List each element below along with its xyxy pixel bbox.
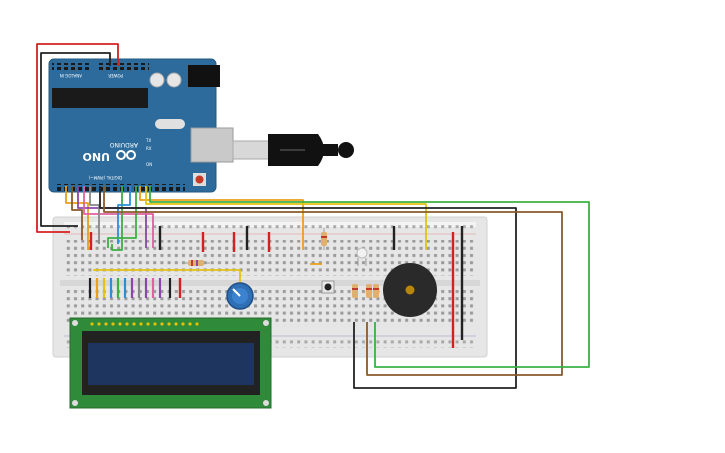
center-channel — [60, 280, 480, 286]
wire-gray-d — [89, 186, 100, 244]
wire-red-power — [36, 43, 119, 233]
wire-brown-d — [71, 186, 83, 240]
digital-label: DIGITAL (PWM~) — [88, 175, 122, 180]
on-label: ON — [146, 162, 152, 167]
digital-header — [55, 184, 185, 191]
wire-black-ground — [40, 52, 111, 227]
wire-orange-d — [65, 186, 89, 250]
lcd-display — [69, 317, 272, 409]
capacitor — [149, 72, 165, 88]
wire-blue-d — [117, 186, 131, 244]
wire-green-long — [149, 186, 590, 368]
analog-label: ANALOG IN — [60, 73, 82, 78]
arduino-uno-board[interactable]: UNO ARDUINO POWER ANALOG IN DIGITAL (PWM… — [48, 58, 234, 193]
wire-brown-long — [103, 186, 563, 376]
led-icon — [356, 247, 368, 266]
atmega-chip — [52, 88, 148, 108]
jumpers — [89, 226, 464, 348]
tx-label: TX — [145, 138, 151, 143]
rx-label: RX — [146, 146, 152, 151]
potentiometer-icon[interactable] — [226, 282, 254, 310]
lcd-data-wires — [88, 278, 172, 298]
wire-orange-led — [139, 186, 304, 250]
lcd-pin-header — [90, 322, 199, 326]
buzzer-icon — [383, 263, 437, 317]
wire-black-long — [99, 186, 517, 389]
analog-header — [52, 63, 90, 70]
capacitor — [166, 72, 182, 88]
power-header — [97, 63, 149, 70]
top-power-rail — [64, 222, 476, 232]
usb-port — [190, 127, 234, 163]
board-brand: ARDUINO — [109, 141, 138, 148]
wire-green-d — [111, 186, 123, 251]
wire-yellow-buzzer — [145, 186, 427, 250]
resistor-lcd — [183, 260, 210, 266]
usb-cable-icon — [232, 134, 354, 166]
resistor-led — [321, 228, 327, 250]
power-label: POWER — [108, 73, 123, 78]
crystal — [155, 119, 185, 129]
board-model: UNO — [83, 150, 111, 163]
pushbutton-icon[interactable] — [321, 280, 335, 294]
lcd-screen — [88, 343, 254, 385]
arduino-logo — [116, 150, 126, 160]
resistor-array — [352, 284, 379, 298]
wires — [36, 43, 590, 389]
dc-jack — [188, 65, 220, 87]
